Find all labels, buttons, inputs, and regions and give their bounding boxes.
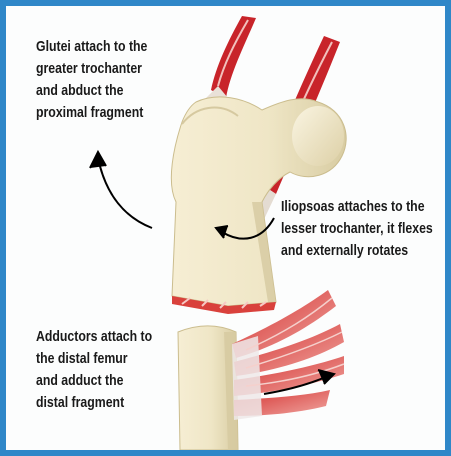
curved-arrow-icon bbox=[90, 152, 152, 228]
adductors-annotation: Adductors attach to the distal femur and… bbox=[36, 326, 200, 414]
gluteal-muscle bbox=[206, 16, 256, 98]
glutei-annotation: Glutei attach to the greater trochanter … bbox=[36, 36, 200, 124]
iliopsoas-annotation: Iliopsoas attaches to the lesser trochan… bbox=[281, 196, 451, 262]
